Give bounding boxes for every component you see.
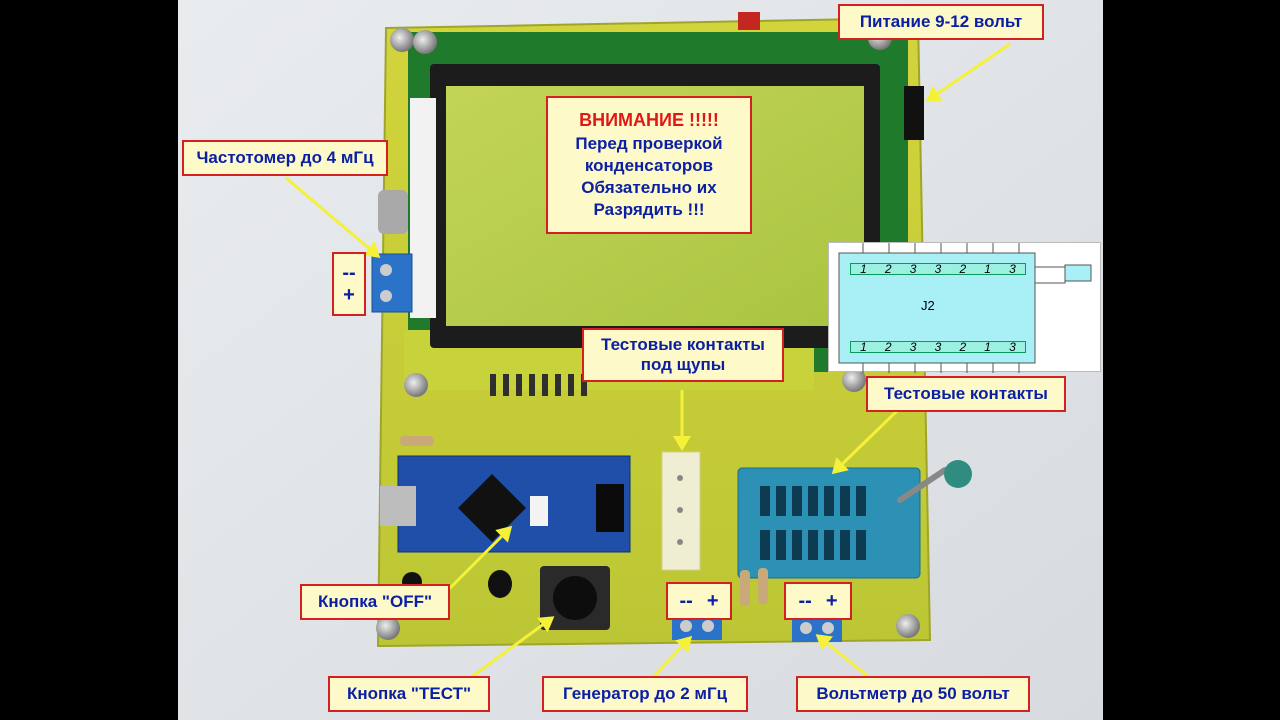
j2-pin: 1 <box>860 262 867 276</box>
sign-minus: -- <box>798 589 812 612</box>
j2-pin: 3 <box>1009 340 1016 354</box>
j2-pin: 3 <box>934 340 942 354</box>
warning-line-2: конденсаторов <box>584 155 714 175</box>
j2-pin: 2 <box>884 340 892 354</box>
label-test-probes-line1: Тестовые контакты <box>601 334 765 354</box>
warning-line-3: Обязательно их <box>581 177 717 197</box>
label-button-off: Кнопка "OFF" <box>300 584 450 620</box>
j2-pin: 2 <box>959 262 967 276</box>
sign-voltmeter-terminal: -- + <box>784 582 852 620</box>
sign-minus: -- <box>342 262 356 284</box>
label-freq-meter: Частотомер до 4 мГц <box>182 140 388 176</box>
zif-lever <box>944 460 972 488</box>
label-button-test: Кнопка "ТЕСТ" <box>328 676 490 712</box>
label-test-probes-line2: под щупы <box>640 355 726 374</box>
j2-schematic: 1 2 3 3 2 1 3 J2 1 2 3 3 2 1 3 <box>828 242 1101 373</box>
warning-line-4: Разрядить !!! <box>593 199 705 219</box>
sign-generator-terminal: -- + <box>666 582 732 620</box>
j2-pin: 3 <box>909 340 917 354</box>
j2-pin: 3 <box>909 262 917 276</box>
usb-connector <box>380 486 416 526</box>
terminal-left <box>371 253 413 313</box>
sign-plus: + <box>825 589 838 612</box>
crystal <box>378 190 408 234</box>
label-voltmeter: Вольтметр до 50 вольт <box>796 676 1030 712</box>
j2-pin: 2 <box>884 262 892 276</box>
j2-pin: 1 <box>984 262 991 276</box>
warning-box: ВНИМАНИЕ !!!!! Перед проверкой конденсат… <box>546 96 752 234</box>
label-power: Питание 9-12 вольт <box>838 4 1044 40</box>
j2-pin: 1 <box>860 340 867 354</box>
j2-pin: 3 <box>1009 262 1016 276</box>
j2-pin: 2 <box>959 340 967 354</box>
power-jack <box>904 86 924 140</box>
warning-line-1: Перед проверкой <box>575 133 723 153</box>
zif-socket <box>737 467 921 579</box>
sign-minus: -- <box>679 589 693 612</box>
label-generator: Генератор до 2 мГц <box>542 676 748 712</box>
warning-title: ВНИМАНИЕ !!!!! <box>579 110 719 131</box>
sign-plus: + <box>343 284 355 306</box>
j2-name: J2 <box>921 298 935 313</box>
sign-plus: + <box>706 589 719 612</box>
j2-pin: 1 <box>984 340 991 354</box>
label-test-contacts: Тестовые контакты <box>866 376 1066 412</box>
j2-bottom-pins: 1 2 3 3 2 1 3 <box>850 340 1026 354</box>
j2-pin: 3 <box>934 262 942 276</box>
label-test-probes: Тестовые контакты под щупы <box>582 328 784 382</box>
sign-freq-terminal: -- + <box>332 252 366 316</box>
annotation-arrows <box>285 42 1011 682</box>
j2-top-pins: 1 2 3 3 2 1 3 <box>850 262 1026 276</box>
